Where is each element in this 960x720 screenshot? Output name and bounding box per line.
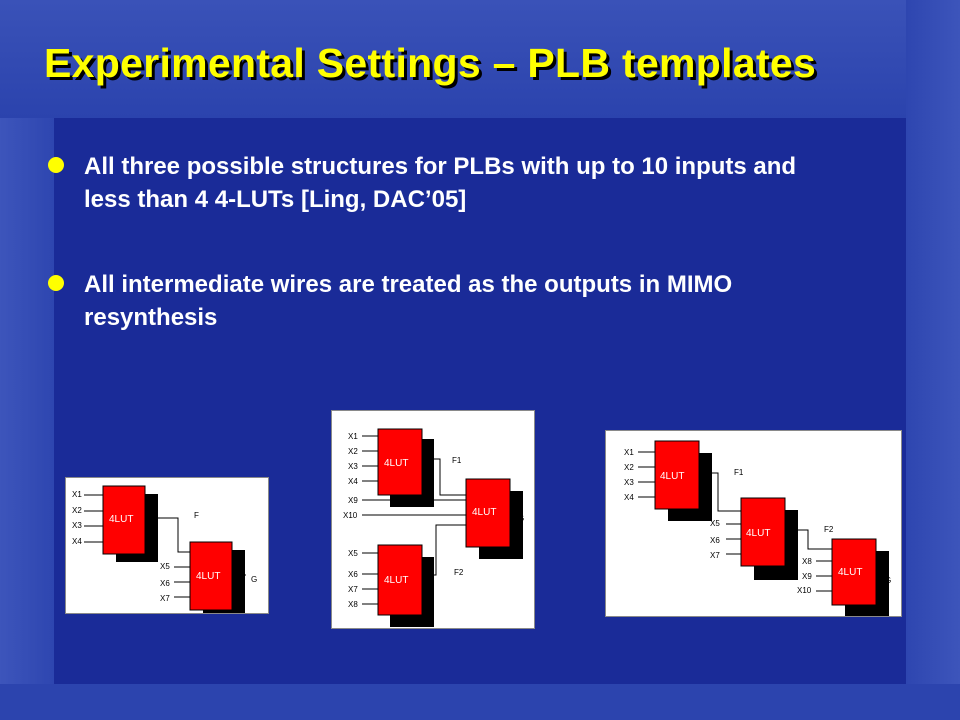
output-label: F2 — [824, 525, 834, 534]
slide-title: Experimental Settings – PLB templates — [44, 40, 817, 86]
left-band — [0, 118, 54, 720]
input-label: X3 — [348, 462, 358, 471]
input-label: X1 — [72, 490, 82, 499]
lut-label: 4LUT — [838, 567, 862, 578]
output-label: F1 — [452, 456, 462, 465]
bullet-text: All three possible structures for PLBs w… — [84, 153, 797, 213]
input-label: X2 — [72, 506, 82, 515]
input-label: X6 — [710, 536, 720, 545]
lut-label: 4LUT — [746, 528, 770, 539]
input-label: X6 — [160, 579, 170, 588]
plb-diagram-2-svg: 4LUT 4LUT 4LUT X1 X2 X3 X4 F1 X9 X10 X5 … — [343, 428, 524, 627]
input-label: X1 — [348, 432, 358, 441]
input-label: X3 — [624, 478, 634, 487]
input-label: X6 — [348, 570, 358, 579]
bullet-list: All three possible structures for PLBs w… — [46, 150, 846, 386]
bullet-dot-icon — [48, 275, 64, 291]
input-label: X4 — [72, 537, 82, 546]
bullet-item: All three possible structures for PLBs w… — [46, 150, 846, 216]
input-label: X9 — [802, 572, 812, 581]
right-band — [906, 0, 960, 720]
lut-label: 4LUT — [196, 571, 220, 582]
input-label: X2 — [348, 447, 358, 456]
input-label: X7 — [710, 551, 720, 560]
lut-block — [377, 428, 423, 496]
bullet-dot-icon — [48, 157, 64, 173]
lut-block — [831, 538, 877, 606]
input-label: X5 — [160, 562, 170, 571]
input-label: X4 — [624, 493, 634, 502]
input-label: X1 — [624, 448, 634, 457]
lut-block — [465, 478, 511, 548]
input-label: X2 — [624, 463, 634, 472]
lut-block — [740, 497, 786, 567]
input-label: X8 — [802, 557, 812, 566]
plb-diagram-3-svg: 4LUT 4LUT 4LUT X1 X2 X3 X4 F1 X5 X6 X7 F… — [624, 440, 891, 616]
input-label: X5 — [348, 549, 358, 558]
input-label: X5 — [710, 519, 720, 528]
input-label: X10 — [343, 511, 358, 520]
lut-label: 4LUT — [109, 514, 133, 525]
lut-label: 4LUT — [384, 575, 408, 586]
input-label: X10 — [797, 586, 812, 595]
plb-diagram-3: 4LUT 4LUT 4LUT X1 X2 X3 X4 F1 X5 X6 X7 F… — [605, 430, 902, 617]
input-label: X3 — [72, 521, 82, 530]
input-label: X7 — [348, 585, 358, 594]
bullet-text: All intermediate wires are treated as th… — [84, 271, 733, 331]
plb-diagram-1-svg: 4LUT 4LUT X1 X2 X3 X4 F X5 X6 X7 G — [72, 485, 257, 613]
output-label: F2 — [454, 568, 464, 577]
output-label: G — [251, 575, 257, 584]
bottom-band — [0, 684, 960, 720]
input-label: X8 — [348, 600, 358, 609]
top-band — [0, 0, 906, 118]
output-label: G — [885, 576, 891, 585]
lut-label: 4LUT — [384, 458, 408, 469]
lut-block — [102, 485, 146, 555]
bullet-item: All intermediate wires are treated as th… — [46, 268, 846, 334]
plb-diagram-2: 4LUT 4LUT 4LUT X1 X2 X3 X4 F1 X9 X10 X5 … — [331, 410, 535, 629]
input-label: X4 — [348, 477, 358, 486]
lut-label: 4LUT — [660, 471, 684, 482]
lut-block — [654, 440, 700, 510]
input-label: X7 — [160, 594, 170, 603]
output-label: F — [194, 511, 199, 520]
lut-label: 4LUT — [472, 507, 496, 518]
output-label: G — [518, 514, 524, 523]
lut-block — [189, 541, 233, 611]
input-label: X9 — [348, 496, 358, 505]
plb-diagram-1: 4LUT 4LUT X1 X2 X3 X4 F X5 X6 X7 G — [65, 477, 269, 614]
output-label: F1 — [734, 468, 744, 477]
lut-block — [377, 544, 423, 616]
